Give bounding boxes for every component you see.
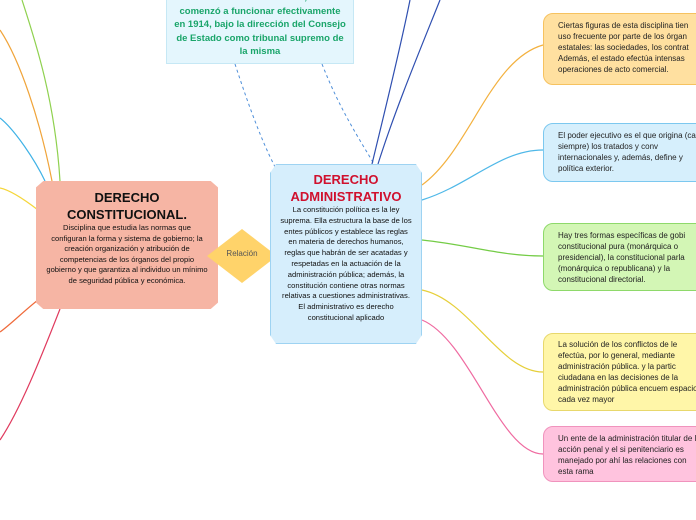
card-conflicts[interactable]: La solución de los conflictos de le efec… <box>543 333 696 411</box>
card-executive[interactable]: El poder ejecutivo es el que origina (ca… <box>543 123 696 182</box>
relation-label: Relación <box>226 249 258 258</box>
administrativo-body: La constitución política es la ley supre… <box>280 205 412 322</box>
card-government-forms[interactable]: Hay tres formas específicas de gobi cons… <box>543 223 696 291</box>
left-branch-6 <box>0 308 61 441</box>
right-branch-5 <box>421 319 544 455</box>
card-penal[interactable]: Un ente de la administración titular de … <box>543 426 696 482</box>
derecho-administrativo-node[interactable]: DERECHO ADMINISTRATIVO La constitución p… <box>270 164 422 344</box>
top-note-text: contencioso administrativo, la cual come… <box>174 0 346 57</box>
left-branch-1 <box>0 29 53 182</box>
left-branch-3 <box>0 117 46 182</box>
top-note[interactable]: contencioso administrativo, la cual come… <box>166 0 354 64</box>
card-commercial[interactable]: Ciertas figuras de esta disciplina tien … <box>543 13 696 85</box>
right-branch-3 <box>421 239 544 257</box>
card-commercial-text: Ciertas figuras de esta disciplina tien … <box>558 21 689 74</box>
top-link-1 <box>371 0 411 165</box>
dashed-link-2 <box>321 63 375 165</box>
card-government-forms-text: Hay tres formas específicas de gobi cons… <box>558 231 686 284</box>
left-branch-2 <box>21 0 61 182</box>
administrativo-title: DERECHO ADMINISTRATIVO <box>290 172 402 204</box>
left-branch-4 <box>0 187 39 211</box>
card-penal-text: Un ente de la administración titular de … <box>558 434 696 476</box>
right-branch-1 <box>421 44 544 186</box>
card-executive-text: El poder ejecutivo es el que origina (ca… <box>558 131 696 173</box>
card-conflicts-text: La solución de los conflictos de le efec… <box>558 340 696 404</box>
right-branch-4 <box>421 289 544 373</box>
dashed-link-1 <box>234 63 281 177</box>
derecho-constitucional-node[interactable]: DERECHO CONSTITUCIONAL. Disciplina que e… <box>36 181 218 309</box>
left-branch-5 <box>0 299 39 333</box>
constitucional-title: DERECHO CONSTITUCIONAL. <box>67 190 187 222</box>
constitucional-body: Disciplina que estudia las normas que co… <box>46 223 208 285</box>
right-branch-2 <box>421 149 544 201</box>
relation-node[interactable]: Relación <box>207 229 277 283</box>
top-link-2 <box>377 0 441 165</box>
